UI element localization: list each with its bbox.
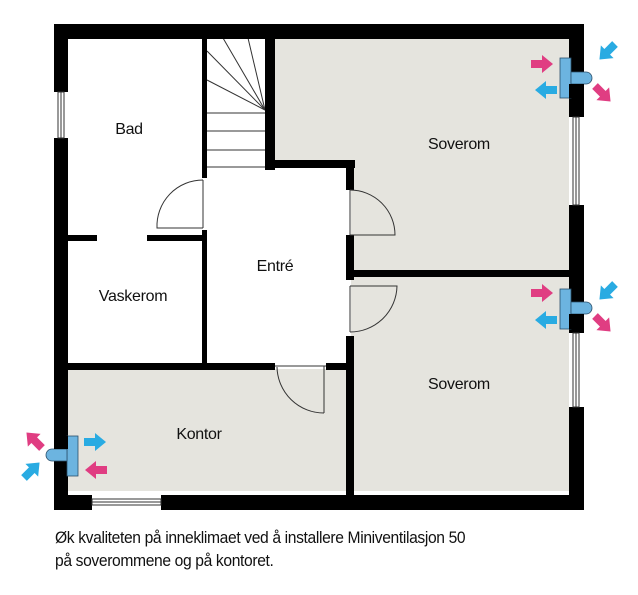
windows: [57, 91, 580, 506]
caption: Øk kvaliteten på inneklimaet ved å insta…: [55, 526, 466, 572]
room-label-kontor: Kontor: [176, 426, 222, 443]
door-soverom-lower: [349, 285, 398, 333]
room-label-vaskerom: Vaskerom: [99, 288, 167, 305]
shaded-rooms: [67, 39, 569, 491]
arrow-fresh-in-icon: [593, 37, 622, 66]
room-label-bad: Bad: [115, 121, 143, 138]
room-label-entre: Entré: [257, 258, 294, 275]
room-labels: Bad Vaskerom Entré Soverom Soverom Konto…: [99, 121, 490, 443]
arrow-exhaust-out-icon: [588, 309, 617, 338]
walls: [54, 24, 584, 510]
arrow-fresh-in-icon: [17, 456, 46, 485]
kontor-floor: [67, 369, 346, 491]
door-soverom-upper: [349, 189, 396, 236]
floor-plan: Bad Vaskerom Entré Soverom Soverom Konto…: [17, 24, 622, 510]
door-kontor: [275, 365, 326, 414]
caption-line-2: på soverommene og på kontoret.: [55, 551, 274, 570]
caption-line-1: Øk kvaliteten på inneklimaet ved å insta…: [55, 528, 466, 547]
door-bad: [156, 179, 204, 229]
vent-outer-cap: [45, 448, 68, 462]
soverom-upper-floor: [275, 39, 569, 270]
room-label-soverom-lower: Soverom: [428, 376, 490, 393]
vent-outer-cap: [570, 71, 593, 85]
vent-unit-body: [66, 435, 79, 477]
arrow-fresh-in-icon: [593, 277, 622, 306]
staircase: [206, 37, 266, 168]
soverom-lower-floor: [351, 276, 569, 491]
arrow-exhaust-out-icon: [588, 79, 617, 108]
ventilation-unit-soverom-upper: [531, 37, 622, 108]
vent-outer-cap: [570, 301, 593, 315]
ventilation-unit-kontor: [17, 426, 107, 485]
arrow-exhaust-out-icon: [20, 426, 49, 455]
doors: [156, 179, 398, 414]
room-label-soverom-upper: Soverom: [428, 136, 490, 153]
ventilation-unit-soverom-lower: [531, 277, 622, 338]
